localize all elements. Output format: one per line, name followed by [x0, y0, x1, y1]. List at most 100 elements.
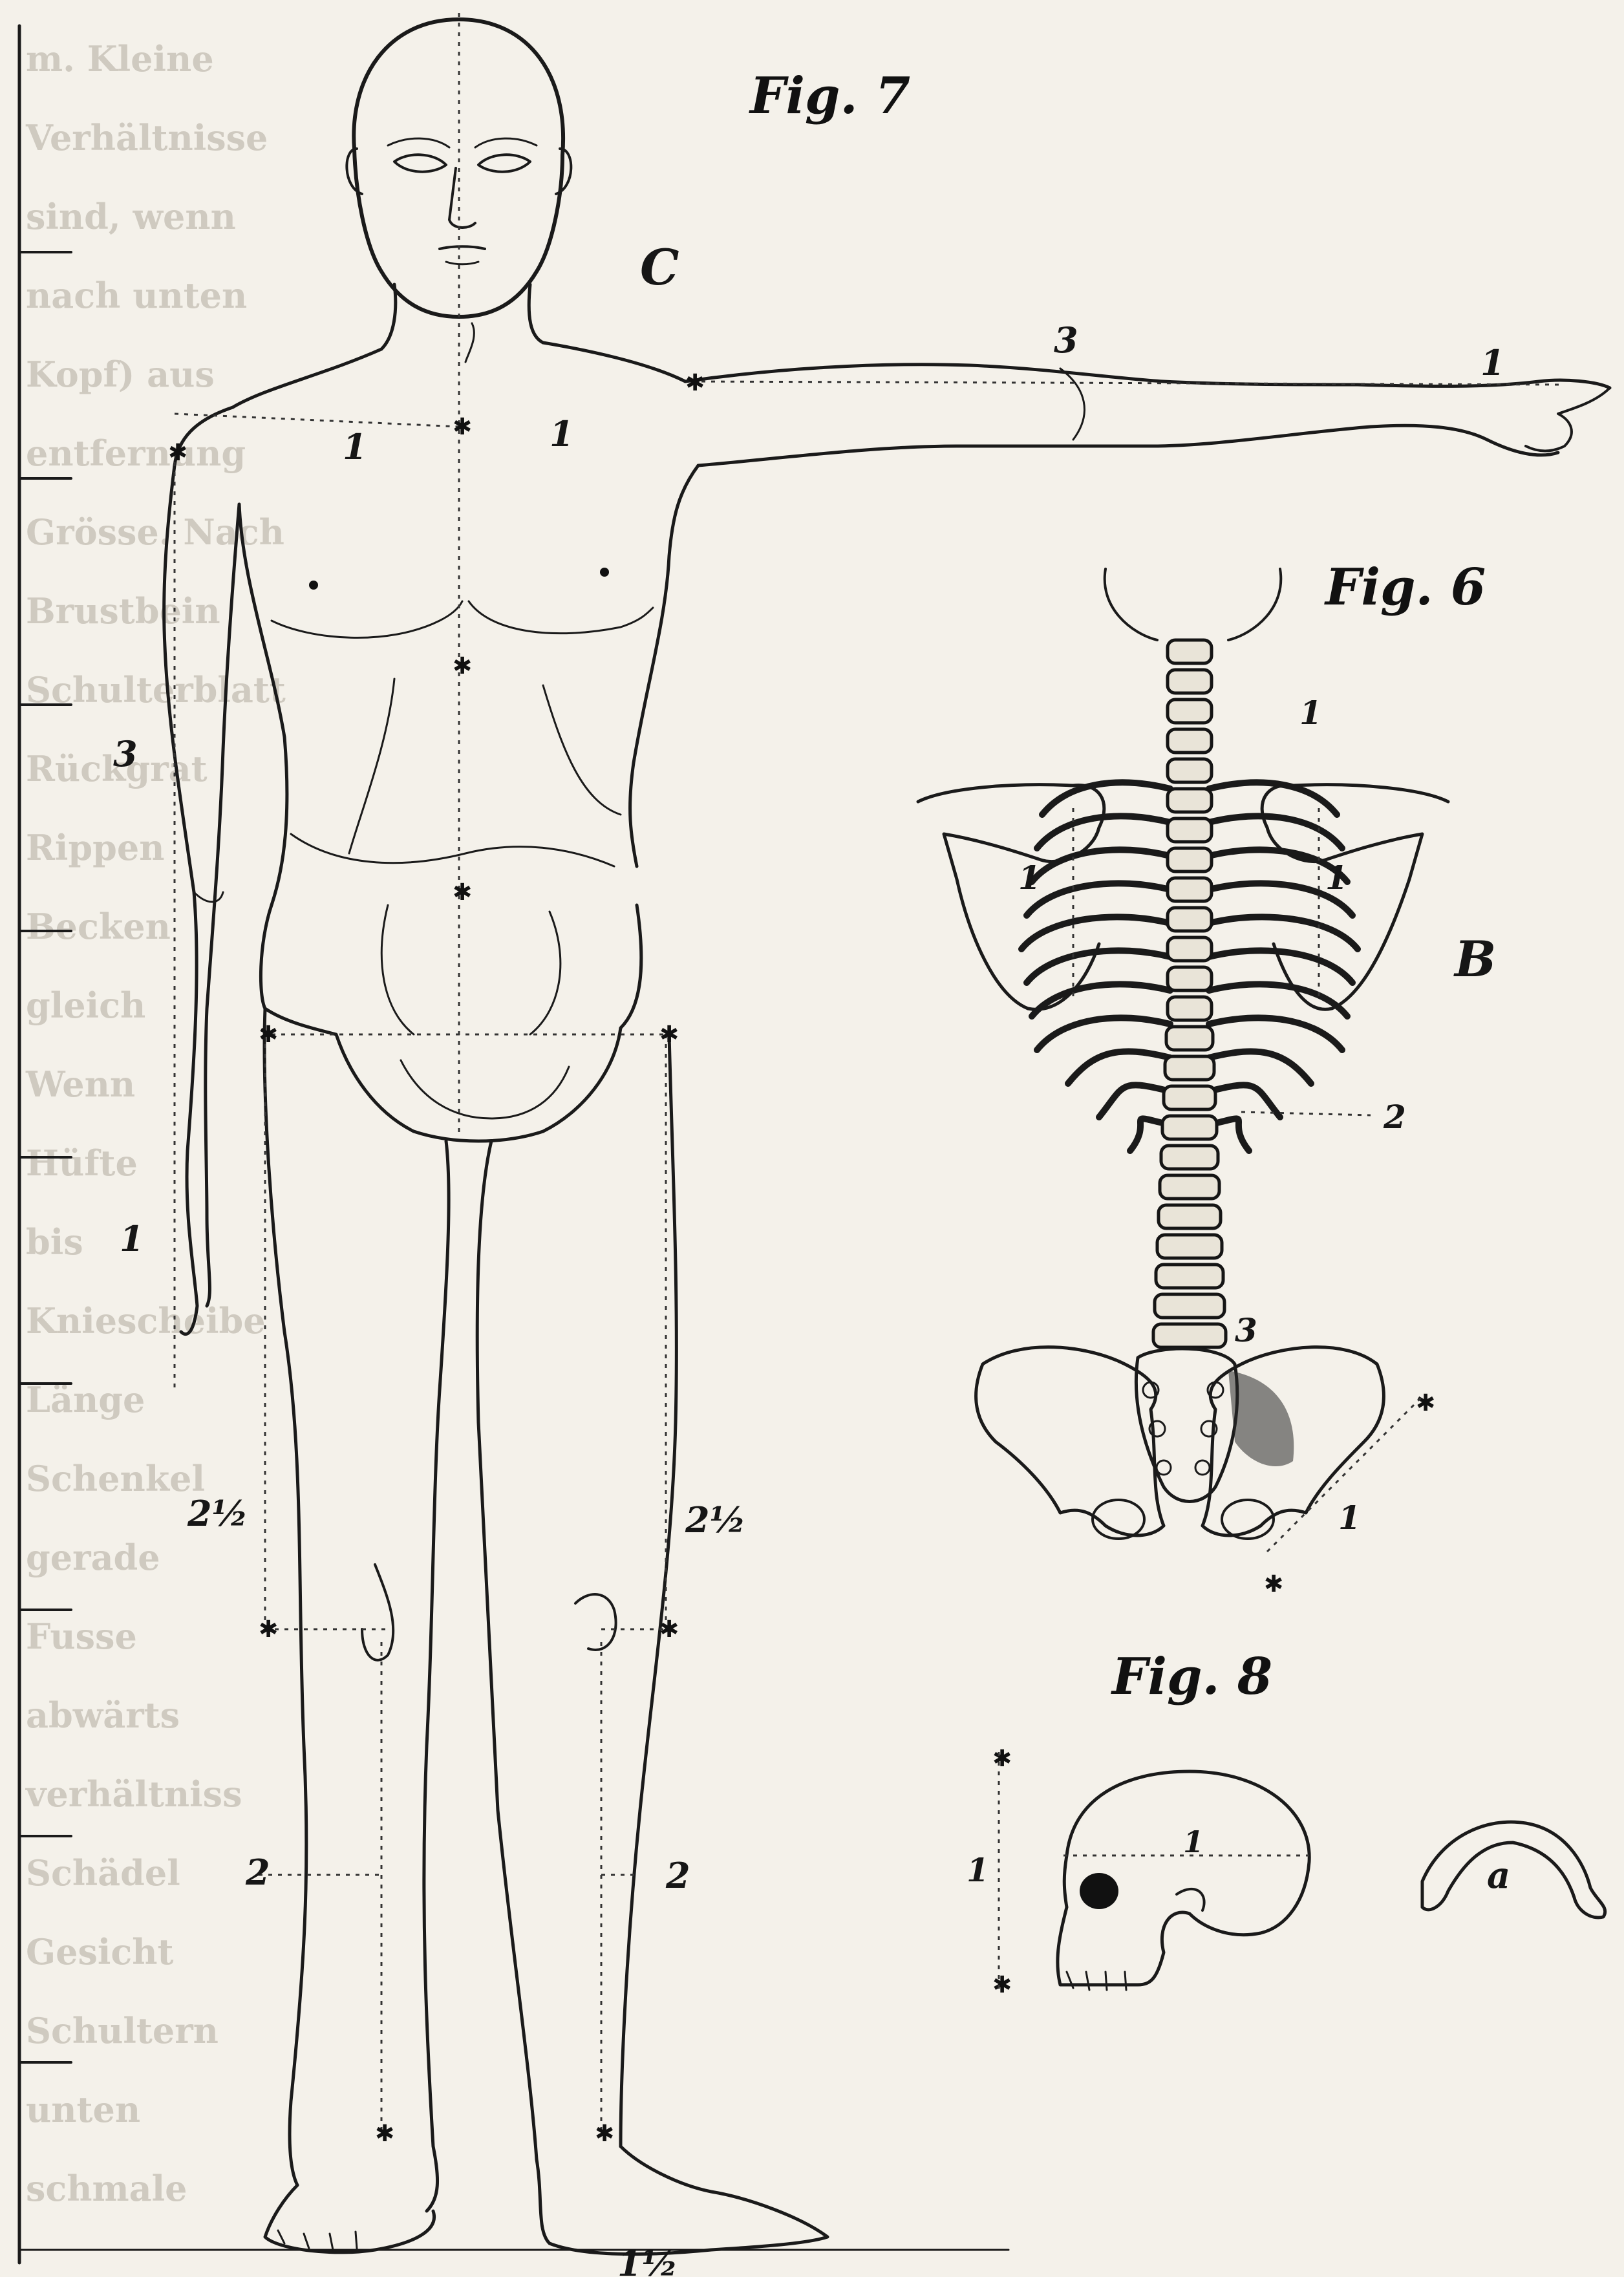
- rib: [1037, 1018, 1170, 1050]
- vertebra: [1156, 1265, 1223, 1288]
- bleed-text-line: Verhältnisse: [25, 117, 268, 158]
- vertebra: [1168, 700, 1212, 723]
- rib: [1209, 1018, 1342, 1050]
- label-pelvis: 1: [1338, 1499, 1361, 1537]
- measure-star-icon: ✱: [659, 1616, 679, 1643]
- bleed-text-line: Schädel: [26, 1852, 180, 1894]
- bleed-text-line: Gesicht: [26, 1931, 174, 1972]
- vertebra: [1155, 1294, 1224, 1318]
- rib: [1027, 950, 1170, 983]
- vertebra: [1166, 1027, 1213, 1050]
- label-shin-left: 2: [245, 1852, 270, 1893]
- vertebra: [1168, 908, 1212, 931]
- vertebra: [1168, 670, 1212, 693]
- measure-star-icon: ✱: [595, 2121, 614, 2147]
- label-scapula-left: 1: [1018, 859, 1041, 897]
- vertebra: [1159, 1205, 1221, 1228]
- measure-star-icon: ✱: [453, 653, 472, 679]
- label-scapula-right: 1: [1325, 859, 1348, 897]
- label-skull-height: 1: [967, 1851, 989, 1889]
- skeleton-torso: [918, 569, 1448, 1552]
- label-spine-top: 1: [1299, 694, 1322, 732]
- bleed-text-line: Kopf) aus: [26, 354, 215, 395]
- measure-star-icon: ✱: [453, 414, 472, 440]
- bleed-text-line: bis: [26, 1221, 83, 1263]
- skull-profile: [999, 1752, 1605, 1991]
- measure-star-icon: ✱: [1416, 1390, 1435, 1416]
- rib: [1209, 984, 1347, 1016]
- measure-star-icon: ✱: [992, 1746, 1012, 1772]
- label-arm-hand: 1: [1480, 342, 1505, 383]
- bleed-text-line: gerade: [26, 1537, 160, 1578]
- vertebra: [1168, 818, 1212, 842]
- measure-star-icon: ✱: [453, 879, 472, 906]
- label-chest-left: 1: [343, 426, 367, 467]
- bleed-text-line: sind, wenn: [26, 196, 236, 237]
- vertebra: [1157, 1235, 1222, 1258]
- label-foot: 1½: [617, 2243, 678, 2277]
- vertebra: [1168, 967, 1212, 990]
- bleed-text-line: Schultern: [26, 2010, 219, 2051]
- bleed-text-line: Kniescheibe: [26, 1300, 266, 1342]
- vertebra: [1160, 1175, 1219, 1199]
- bleed-text-line: Grösse. Nach: [26, 511, 284, 553]
- label-shin-right: 2: [665, 1855, 690, 1896]
- label-side-lower: 1: [120, 1218, 144, 1259]
- label-ribs-low: 2: [1383, 1098, 1406, 1136]
- vertebra: [1162, 1116, 1217, 1139]
- measure-star-icon: ✱: [375, 2121, 394, 2147]
- measure-star-icon: ✱: [1264, 1571, 1283, 1598]
- bleed-text-line: Hüfte: [26, 1142, 138, 1184]
- fig8-letter: a: [1487, 1854, 1510, 1897]
- measure-star-icon: ✱: [259, 1021, 278, 1048]
- vertebra: [1168, 997, 1212, 1020]
- rib: [1032, 850, 1170, 882]
- label-arm-upper: 3: [1054, 319, 1078, 361]
- vertebra: [1168, 729, 1212, 753]
- vertebra: [1165, 1056, 1214, 1080]
- vertebra: [1168, 759, 1212, 782]
- rib: [1099, 1085, 1170, 1117]
- fig6-letter: B: [1453, 930, 1496, 988]
- vertebra: [1153, 1324, 1226, 1347]
- bleed-text-line: Rippen: [26, 827, 165, 868]
- fig7-title: Fig. 7: [749, 67, 910, 125]
- measure-star-icon: ✱: [259, 1616, 278, 1643]
- bleed-text-line: Schenkel: [26, 1458, 205, 1499]
- vertebra: [1164, 1086, 1215, 1109]
- rib: [1032, 984, 1170, 1016]
- bleed-text-line: unten: [26, 2089, 140, 2130]
- vertebra: [1168, 789, 1212, 812]
- bleed-text-line: schmale: [26, 2168, 187, 2209]
- label-side-upper: 3: [113, 733, 138, 775]
- rib: [1042, 782, 1170, 815]
- rib: [1037, 816, 1170, 848]
- vertebra: [1168, 937, 1212, 961]
- vertebra: [1168, 848, 1212, 871]
- bleed-text-line: entfernung: [26, 433, 246, 474]
- bleed-text-line: Brustbein: [26, 590, 220, 632]
- rib: [1021, 917, 1170, 949]
- fig7-letter: C: [640, 239, 679, 296]
- bleed-text-line: Länge: [26, 1379, 145, 1420]
- vertebra: [1168, 878, 1212, 901]
- vertebra: [1161, 1146, 1218, 1169]
- vertebra: [1168, 640, 1212, 663]
- bleed-text-line: Fusse: [26, 1616, 137, 1657]
- label-skull-width: 1: [1183, 1824, 1204, 1859]
- label-thigh-left: 2½: [187, 1493, 248, 1534]
- measure-star-icon: ✱: [992, 1972, 1012, 1998]
- bleed-text-line: m. Kleine: [26, 38, 214, 80]
- fig6-title: Fig. 6: [1324, 558, 1486, 617]
- bleed-text-line: Wenn: [25, 1064, 135, 1105]
- measure-star-icon: ✱: [685, 370, 705, 396]
- rib: [1068, 1051, 1170, 1084]
- label-chest-right: 1: [550, 413, 574, 454]
- bleed-text-line: gleich: [26, 985, 145, 1026]
- bleed-text-line: abwärts: [26, 1694, 180, 1736]
- fig8-title: Fig. 8: [1111, 1647, 1272, 1706]
- measure-star-icon: ✱: [168, 440, 187, 466]
- measure-star-icon: ✱: [659, 1021, 679, 1048]
- label-sacrum: 3: [1235, 1311, 1257, 1349]
